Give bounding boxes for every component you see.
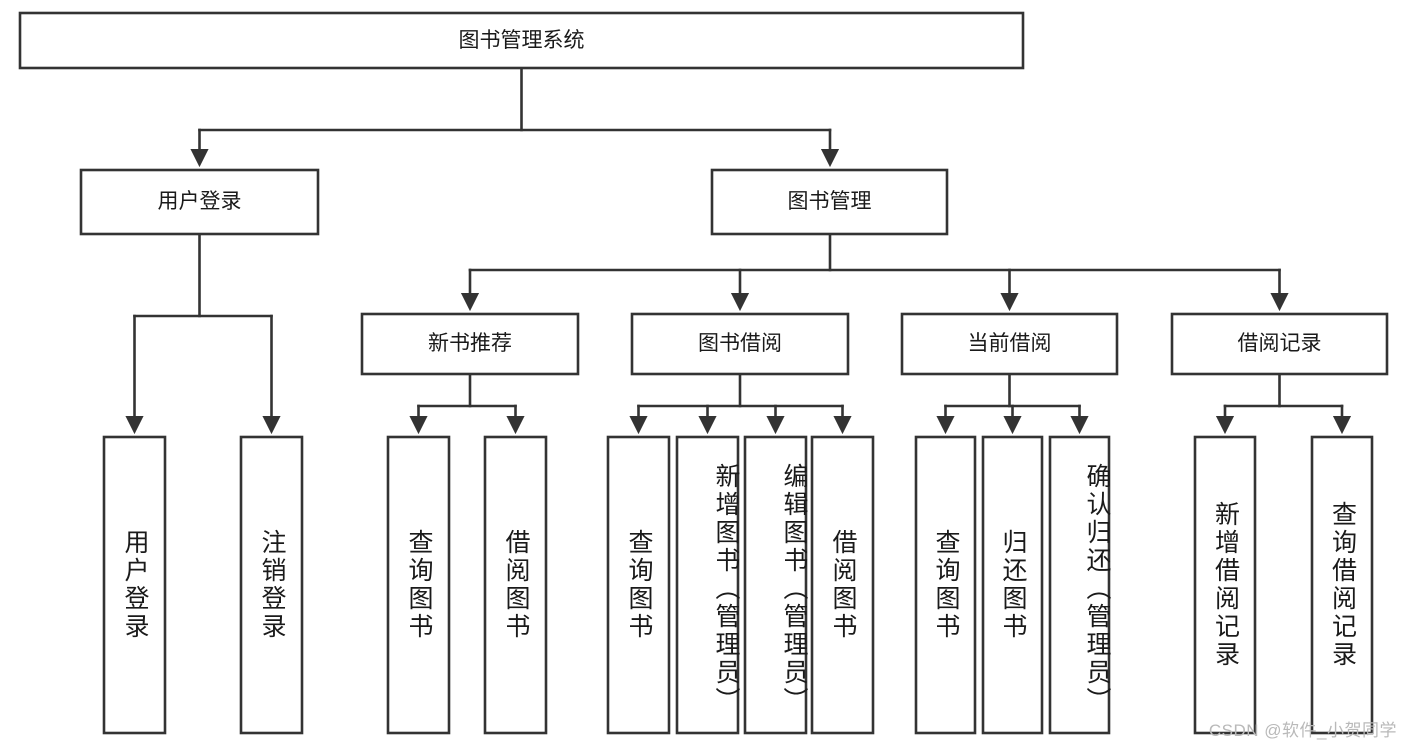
node-leaf-query-book-1[interactable] xyxy=(386,435,451,735)
node-borrow-record[interactable] xyxy=(1170,312,1389,376)
node-borrow-record-label: 借阅记录 xyxy=(1238,332,1322,355)
node-new-book-recommend[interactable] xyxy=(360,312,580,376)
nodes-layer: 图书管理系统 用户登录 图书管理 新书推荐 图书借阅 当前借阅 借阅记录 xyxy=(18,11,1389,735)
leaf-boxes-layer xyxy=(102,435,1374,735)
node-current-borrow-label: 当前借阅 xyxy=(968,332,1052,355)
node-leaf-query-book-3[interactable] xyxy=(914,435,977,735)
node-root[interactable] xyxy=(18,11,1025,70)
node-leaf-borrow-book-2[interactable] xyxy=(810,435,875,735)
node-user-login-label: 用户登录 xyxy=(158,190,242,213)
csdn-watermark: CSDN @软件_小贺同学 xyxy=(1208,721,1397,740)
node-leaf-add-book-admin[interactable] xyxy=(675,435,740,735)
node-new-book-recommend-label: 新书推荐 xyxy=(428,332,512,355)
node-leaf-add-borrow-record[interactable] xyxy=(1193,435,1257,735)
node-root-label: 图书管理系统 xyxy=(459,29,585,52)
node-book-management[interactable] xyxy=(710,168,949,236)
node-leaf-edit-book-admin[interactable] xyxy=(743,435,808,735)
node-leaf-return-book[interactable] xyxy=(981,435,1044,735)
node-leaf-confirm-return[interactable] xyxy=(1048,435,1111,735)
node-book-borrow[interactable] xyxy=(630,312,850,376)
node-user-login[interactable] xyxy=(79,168,320,236)
edges-layer xyxy=(125,66,1352,435)
node-leaf-borrow-book-1[interactable] xyxy=(483,435,548,735)
node-leaf-user-login[interactable] xyxy=(102,435,167,735)
node-leaf-logout-login[interactable] xyxy=(239,435,304,735)
node-leaf-query-borrow-record[interactable] xyxy=(1310,435,1374,735)
node-current-borrow[interactable] xyxy=(900,312,1119,376)
node-book-borrow-label: 图书借阅 xyxy=(698,332,782,355)
node-book-management-label: 图书管理 xyxy=(788,190,872,213)
node-leaf-query-book-2[interactable] xyxy=(606,435,671,735)
